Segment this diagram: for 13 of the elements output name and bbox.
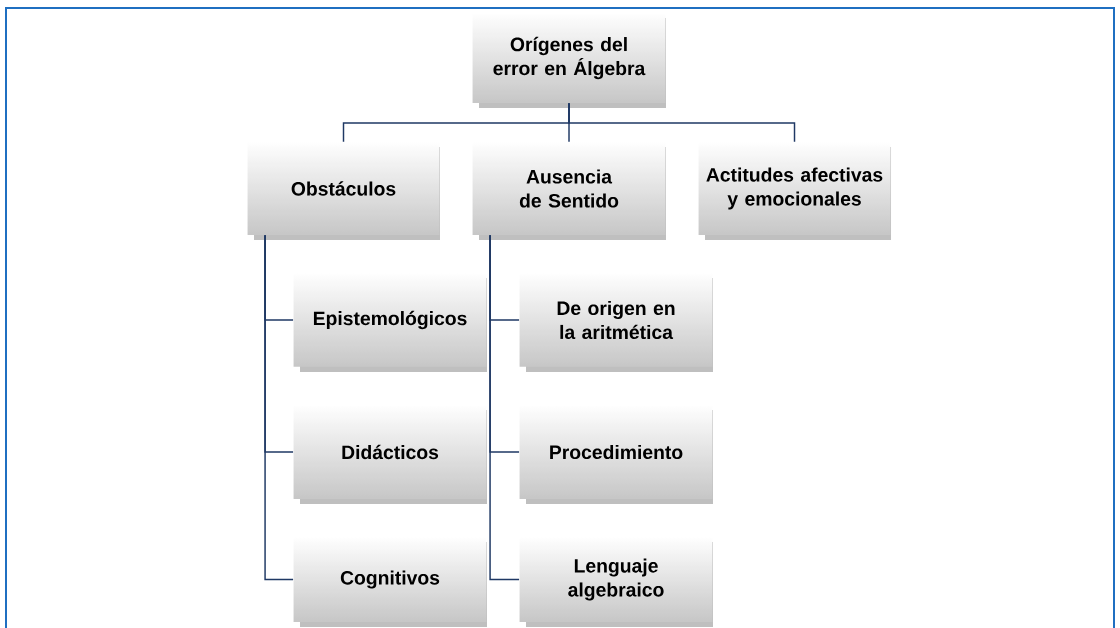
category-box: De origen en la aritmética: [519, 273, 713, 372]
category-box: Cognitivos: [293, 537, 487, 627]
connector-line: [568, 102, 796, 143]
category-box: Procedimiento: [519, 405, 713, 504]
category-box: Orígenes del error en Álgebra: [472, 13, 666, 108]
connector-line: [264, 234, 294, 581]
connector-line: [489, 234, 520, 581]
category-box: Obstáculos: [247, 142, 440, 240]
category-box: Ausencia de Sentido: [472, 142, 666, 240]
category-box: Didácticos: [293, 405, 487, 504]
category-box: Epistemológicos: [293, 273, 487, 372]
category-box: Actitudes afectivas y emocionales: [698, 142, 891, 240]
category-box: Lenguaje algebraico: [519, 537, 713, 627]
